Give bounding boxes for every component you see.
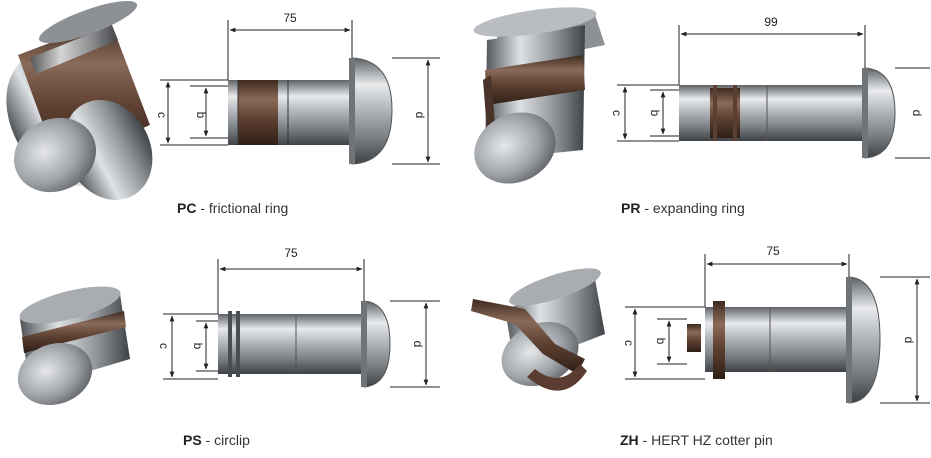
zh-description: - HERT HZ cotter pin	[638, 432, 773, 448]
ps-drawing: 75 c b d	[17, 246, 440, 406]
zh-3d-view	[471, 268, 605, 391]
pr-side-view	[679, 67, 896, 159]
pc-3d-view	[6, 0, 153, 200]
pr-caption: PR - expanding ring	[621, 200, 745, 216]
pr-dim-d: d	[910, 110, 924, 117]
pr-dimensions	[617, 25, 930, 159]
pc-dim-d: d	[413, 112, 427, 119]
pr-description: - expanding ring	[640, 200, 745, 216]
zh-side-view	[687, 276, 881, 404]
panel-pc: 75 c b d PC - frictional ring	[0, 0, 465, 229]
ps-side-view	[218, 300, 391, 388]
panel-ps: 75 c b d PS - circlip	[0, 229, 465, 458]
pr-dim-c: c	[610, 110, 624, 116]
panel-pr: 99 c b d PR - expanding ring	[465, 0, 930, 229]
pr-3d-view	[473, 7, 605, 184]
pr-dim-b: b	[648, 110, 662, 117]
pr-code: PR	[621, 200, 641, 216]
pc-code: PC	[177, 200, 197, 216]
zh-dim-b: b	[654, 338, 668, 345]
zh-length-label: 75	[766, 244, 780, 258]
ps-description: - circlip	[201, 432, 250, 448]
pr-length-label: 99	[764, 15, 778, 29]
pc-dimensions	[160, 20, 440, 165]
pr-drawing: 99 c b d	[473, 7, 930, 184]
zh-drawing: 75 c b d	[471, 244, 930, 404]
zh-dimensions	[625, 254, 930, 404]
pc-dim-b: b	[194, 112, 208, 119]
pc-length-label: 75	[283, 11, 297, 25]
panel-zh: 75 c b d ZH - HERT HZ cotter pin	[465, 229, 930, 458]
pc-side-view	[228, 57, 393, 165]
zh-caption: ZH - HERT HZ cotter pin	[620, 432, 773, 448]
ps-caption: PS - circlip	[183, 432, 250, 448]
zh-dim-c: c	[622, 340, 636, 346]
pc-dim-c: c	[155, 112, 169, 118]
ps-3d-view	[17, 286, 130, 406]
pc-caption: PC - frictional ring	[177, 200, 288, 216]
zh-code: ZH	[620, 432, 639, 448]
ps-dim-b: b	[191, 343, 205, 350]
ps-dimensions	[163, 259, 440, 388]
pc-drawing: 75 c b d	[6, 0, 440, 200]
pc-description: - frictional ring	[196, 200, 289, 216]
ps-code: PS	[183, 432, 202, 448]
ps-dim-c: c	[157, 343, 171, 349]
ps-length-label: 75	[284, 246, 298, 260]
ps-dim-d: d	[411, 341, 425, 348]
zh-dim-d: d	[902, 337, 916, 344]
